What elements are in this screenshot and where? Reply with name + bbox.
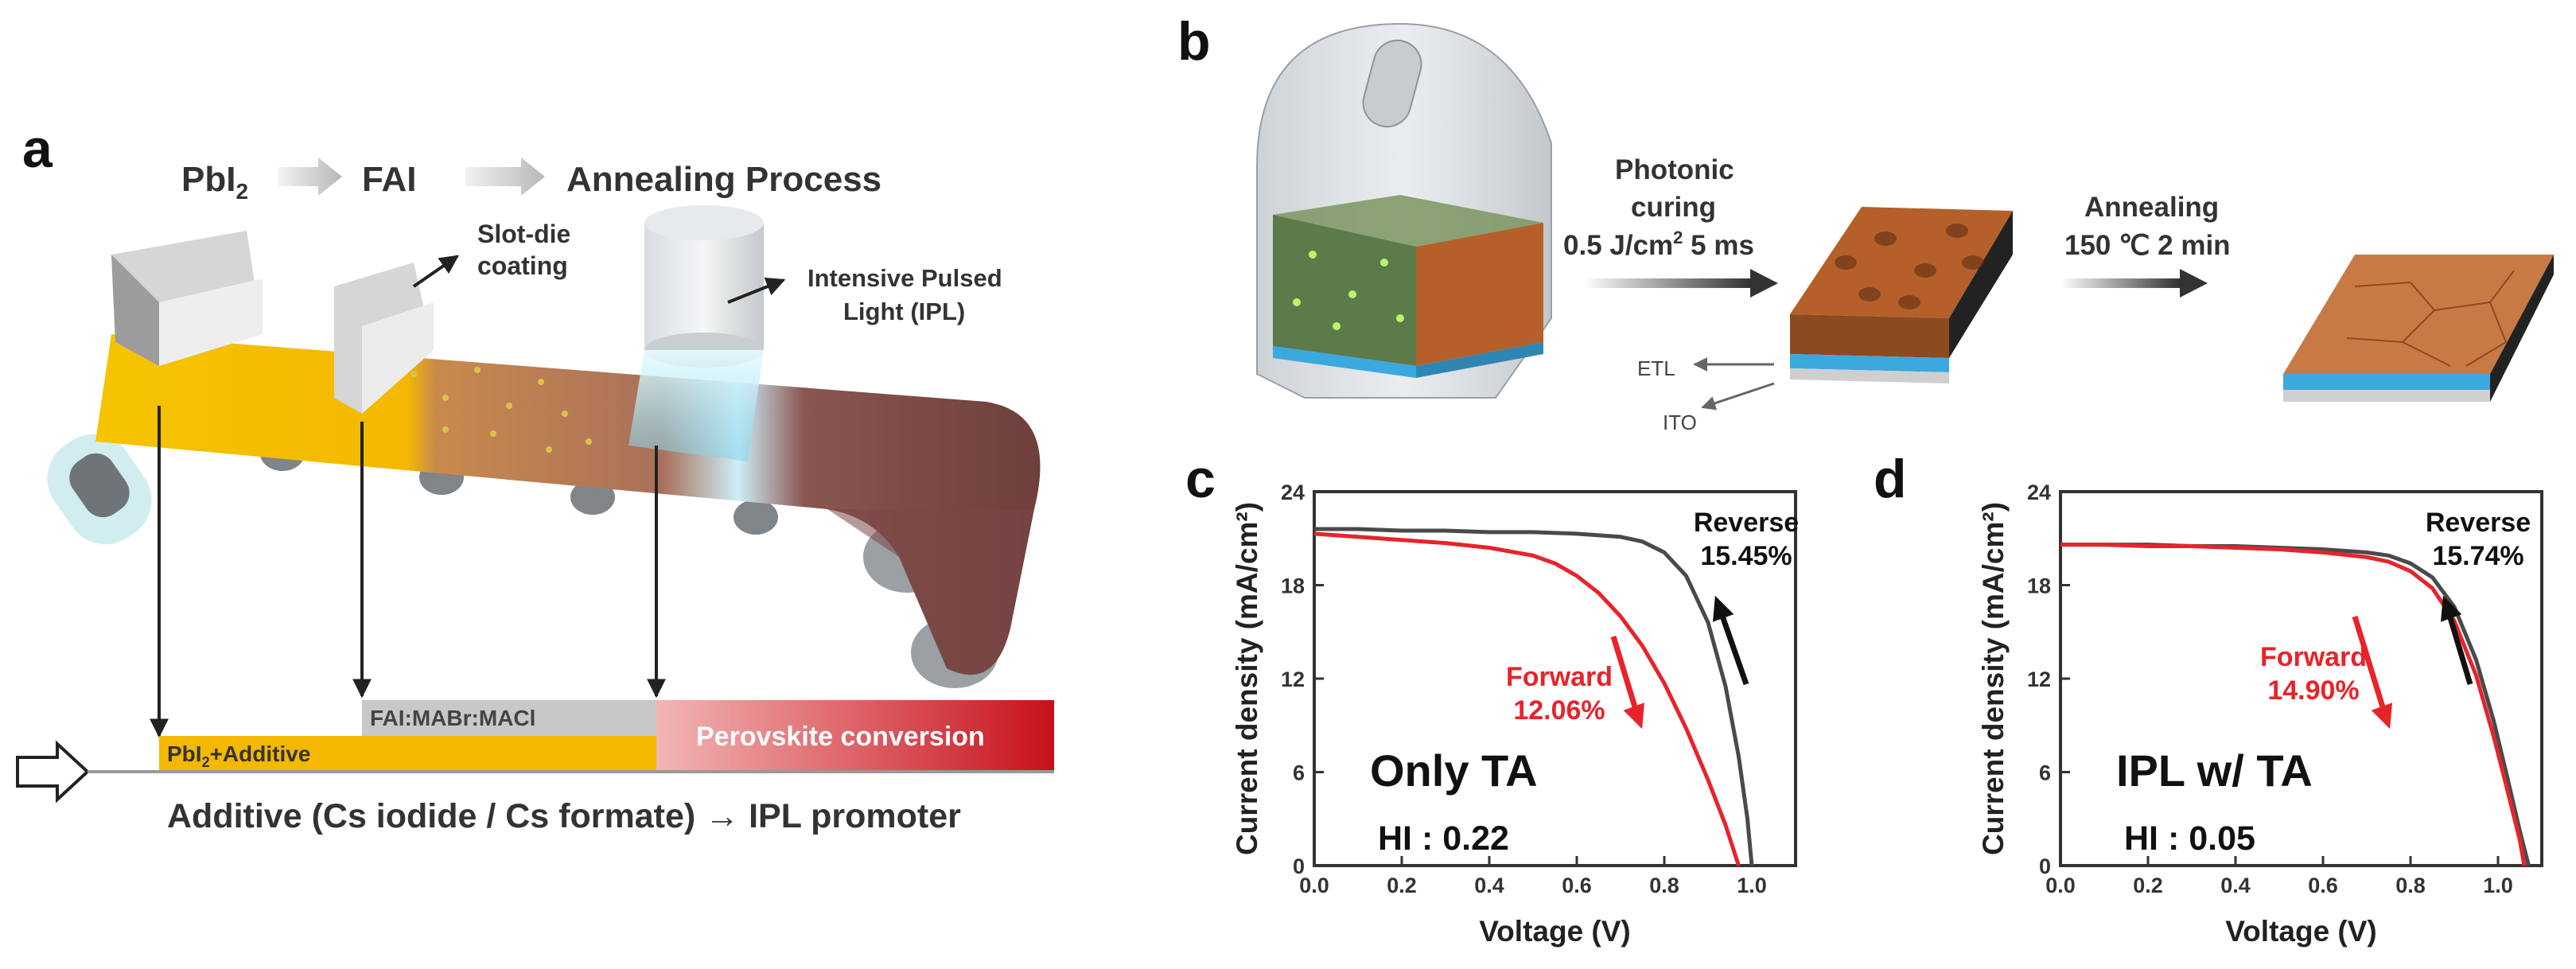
panel-d-letter: d <box>1874 449 1907 509</box>
x-tick-label: 0.4 <box>2220 874 2251 897</box>
forward-label: Forward <box>2260 642 2367 672</box>
y-tick-label: 6 <box>2039 761 2051 785</box>
step-annealing-label: Annealing Process <box>566 160 881 199</box>
reverse-arrowhead <box>2441 595 2462 622</box>
y-tick-label: 12 <box>1281 667 1305 691</box>
reverse-arrowhead <box>1713 595 1734 622</box>
x-tick-label: 0.4 <box>1474 874 1504 897</box>
additive-line: Additive (Cs iodide / Cs formate) → IPL … <box>167 797 961 835</box>
film-annealed <box>2283 255 2554 402</box>
x-tick-label: 0.0 <box>2045 874 2076 897</box>
pbi2-bar <box>159 736 656 772</box>
ipl-label-1: Intensive Pulsed <box>807 264 1002 292</box>
forward-direction-arrow <box>1610 635 1642 722</box>
y-tick-label: 12 <box>2027 667 2051 691</box>
series-forward-line <box>2060 543 2527 866</box>
slot-die-label-1: Slot-die <box>477 220 570 248</box>
panel-b: b Photonic curing 0.5 J/cm2 5 ms <box>1177 11 2554 434</box>
reverse-label: Reverse <box>2426 508 2531 538</box>
annealing-label-2: 150 ℃ 2 min <box>2064 230 2231 261</box>
perovskite-conversion-bar <box>656 700 1054 772</box>
conveyor-belt <box>95 334 1041 675</box>
etl-label: ETL <box>1637 356 1675 380</box>
forward-value: 12.06% <box>1513 695 1605 726</box>
slot-die-label-2: coating <box>477 251 568 280</box>
device-label: Only TA <box>1370 745 1538 796</box>
x-tick-label: 0.8 <box>2395 874 2426 897</box>
film-textured <box>1790 207 2013 383</box>
step-arrow-1 <box>278 158 342 196</box>
forward-direction-arrow <box>2352 615 2390 722</box>
x-tick-label: 0.6 <box>1562 874 1592 897</box>
series-forward-line <box>1313 531 1741 866</box>
pbi2-bar-label: PbI2+Additive <box>167 741 310 770</box>
forward-label: Forward <box>1506 662 1613 692</box>
hysteresis-index: HI : 0.05 <box>2124 819 2255 858</box>
slot-die-1 <box>111 231 263 366</box>
y-tick-label: 0 <box>1293 854 1305 878</box>
x-tick-label: 0.2 <box>2133 874 2163 897</box>
input-arrow-icon <box>16 740 90 804</box>
fai-bar-label: FAI:MABr:MACl <box>370 706 535 730</box>
y-tick-label: 6 <box>1293 761 1305 785</box>
ito-label: ITO <box>1663 411 1697 434</box>
y-tick-label: 18 <box>2027 574 2051 598</box>
panel-c-letter: c <box>1185 449 1216 509</box>
step-fai-label: FAI <box>362 160 416 199</box>
slot-die-2 <box>334 263 434 414</box>
x-tick-label: 0.0 <box>1299 874 1329 897</box>
series-reverse-line <box>1314 527 1754 866</box>
perovskite-conversion-label: Perovskite conversion <box>696 722 985 752</box>
photonic-label-1: Photonic <box>1615 154 1734 185</box>
y-tick-label: 24 <box>2027 481 2051 504</box>
fai-bar <box>362 700 656 736</box>
ipl-lamp <box>628 205 764 461</box>
device-label: IPL w/ TA <box>2116 745 2313 796</box>
forward-arrowhead <box>1623 702 1644 730</box>
forward-value: 14.90% <box>2267 675 2359 706</box>
ipl-label-2: Light (IPL) <box>843 298 965 325</box>
x-tick-label: 1.0 <box>1737 874 1767 897</box>
y-axis-title: Current density (mA/cm²) <box>1977 502 2010 855</box>
panel-b-letter: b <box>1177 11 1211 72</box>
reverse-label: Reverse <box>1694 508 1799 538</box>
reverse-value: 15.74% <box>2432 541 2523 571</box>
panel-a-letter: a <box>22 119 53 179</box>
x-axis-title: Voltage (V) <box>2225 915 2377 948</box>
y-tick-label: 0 <box>2039 854 2051 878</box>
y-tick-label: 24 <box>1281 481 1305 504</box>
x-tick-label: 1.0 <box>2483 874 2513 897</box>
x-tick-label: 0.6 <box>2308 874 2338 897</box>
ipl-hood <box>1256 22 1552 399</box>
panel-a: a PbI2 FAI Annealing Process <box>16 119 1054 835</box>
photonic-label-3: 0.5 J/cm2 5 ms <box>1563 228 1754 261</box>
annealing-label-1: Annealing <box>2084 192 2219 223</box>
photonic-label-2: curing <box>1631 192 1716 223</box>
x-tick-label: 0.8 <box>1649 874 1679 897</box>
hysteresis-index: HI : 0.22 <box>1378 819 1509 858</box>
forward-arrowhead <box>2371 702 2392 730</box>
y-axis-title: Current density (mA/cm²) <box>1231 502 1263 855</box>
step-arrow-2 <box>465 158 545 196</box>
step-pbi2-label: PbI2 <box>181 160 248 204</box>
x-tick-label: 0.2 <box>1387 874 1417 897</box>
x-axis-title: Voltage (V) <box>1479 915 1631 948</box>
y-tick-label: 18 <box>1281 574 1305 598</box>
reverse-value: 15.45% <box>1700 541 1792 571</box>
